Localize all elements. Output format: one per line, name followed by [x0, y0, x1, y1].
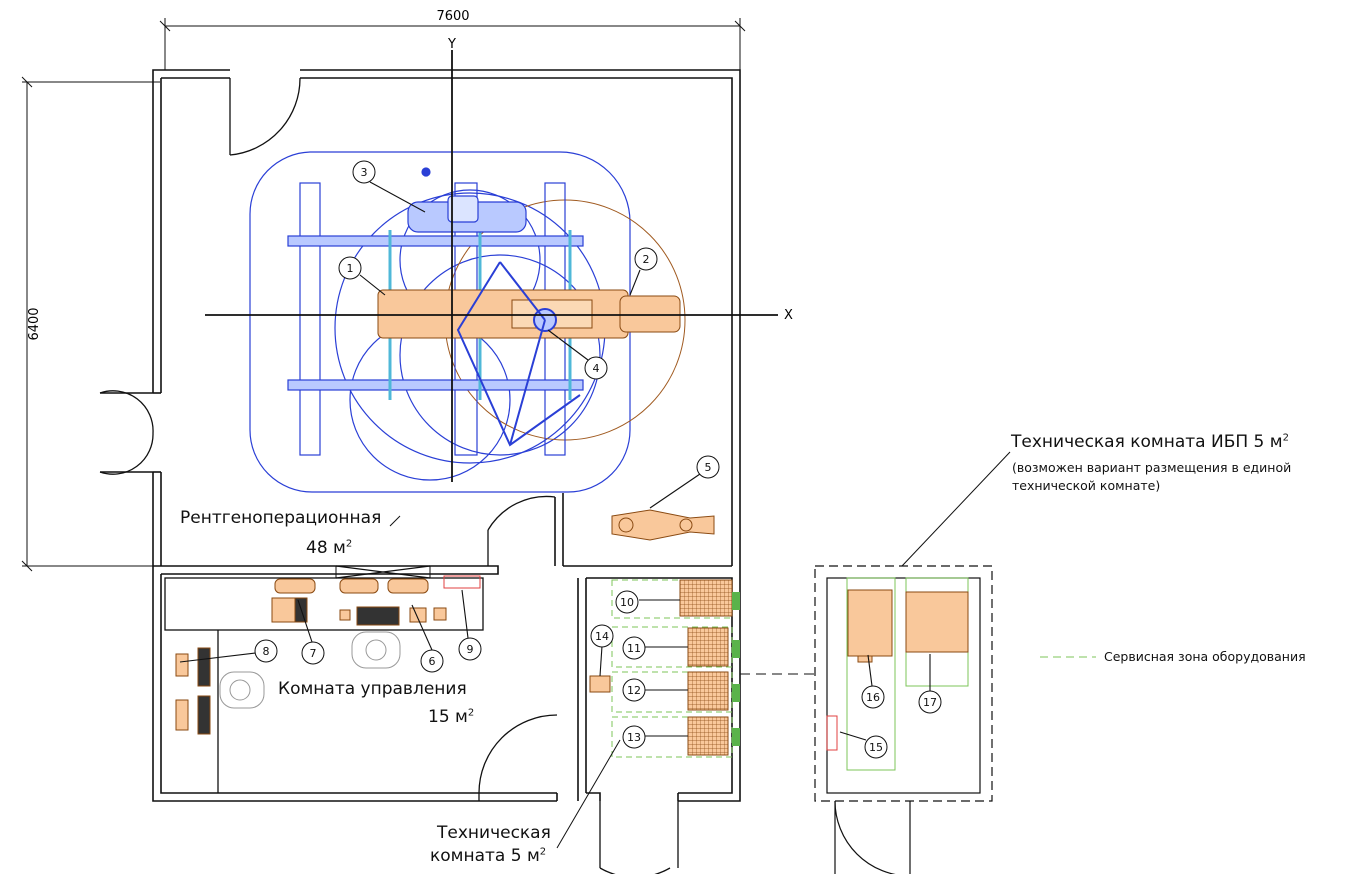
width-dimension: 7600 — [436, 9, 469, 24]
callout-numbers: 1 2 3 4 5 6 7 8 9 10 11 12 13 14 15 16 1… — [263, 166, 938, 754]
callout-13: 13 — [627, 731, 641, 744]
callout-11: 11 — [627, 642, 641, 655]
technical-room-name: Техническая — [437, 823, 551, 843]
ups-room-note-1: (возможен вариант размещения в единой — [1012, 460, 1292, 475]
y-axis-label: Y — [447, 37, 456, 52]
cross-rails — [287, 235, 584, 391]
distribution-box — [589, 675, 611, 693]
callout-8: 8 — [263, 645, 270, 658]
ups-units — [847, 589, 969, 663]
callout-arrows — [179, 181, 931, 741]
callout-16: 16 — [866, 691, 880, 704]
operator-chairs — [219, 631, 401, 709]
control-room-area-sup: 2 — [467, 707, 475, 719]
callout-9: 9 — [467, 643, 474, 656]
anesthesia-unit — [611, 509, 715, 541]
dimension-lines — [21, 18, 746, 572]
control-room-area: 15 м2 — [428, 707, 474, 727]
ups-panel — [826, 715, 838, 751]
callout-17: 17 — [923, 696, 937, 709]
leader-lines — [389, 451, 1096, 849]
ups-room-note-2: технической комнате) — [1012, 478, 1161, 493]
ups-room-title: Техническая комната ИБП 5 м2 — [1011, 432, 1289, 452]
c-arm — [456, 261, 581, 447]
callout-6: 6 — [429, 655, 436, 668]
callout-4: 4 — [593, 362, 600, 375]
legend-service-zone: Сервисная зона оборудования — [1104, 649, 1306, 664]
callout-15: 15 — [869, 741, 883, 754]
cabinet-side-panels — [732, 592, 740, 746]
operating-room-area-value: 48 м — [306, 538, 346, 558]
ups-room — [814, 565, 993, 874]
operating-room-name: Рентгеноперационная — [180, 508, 382, 528]
callout-12: 12 — [627, 684, 641, 697]
x-axis-label: X — [784, 308, 793, 323]
callout-5: 5 — [705, 461, 712, 474]
callout-7: 7 — [310, 647, 317, 660]
callout-2: 2 — [643, 253, 650, 266]
doors — [99, 77, 679, 874]
operating-room-area-sup: 2 — [345, 538, 353, 550]
technical-room-area-value: комната 5 м — [430, 846, 540, 866]
height-dimension: 6400 — [27, 307, 42, 340]
operating-room-area: 48 м2 — [306, 538, 352, 558]
monitor-unit — [407, 167, 527, 233]
callout-3: 3 — [361, 166, 368, 179]
callout-10: 10 — [620, 596, 634, 609]
control-consoles — [175, 575, 481, 735]
control-room-name: Комната управления — [278, 679, 467, 699]
callout-1: 1 — [347, 262, 354, 275]
ups-room-title-text: Техническая комната ИБП 5 м — [1011, 432, 1283, 452]
control-room-area-value: 15 м — [428, 707, 468, 727]
technical-room-area-sup: 2 — [539, 846, 547, 858]
cabinet-units — [679, 579, 733, 756]
technical-room-area: комната 5 м2 — [430, 846, 546, 866]
callout-circles — [254, 160, 942, 759]
axis-lines — [205, 50, 778, 482]
callout-14: 14 — [595, 630, 609, 643]
ups-room-title-sup: 2 — [1282, 432, 1289, 444]
patient-table — [377, 289, 681, 339]
